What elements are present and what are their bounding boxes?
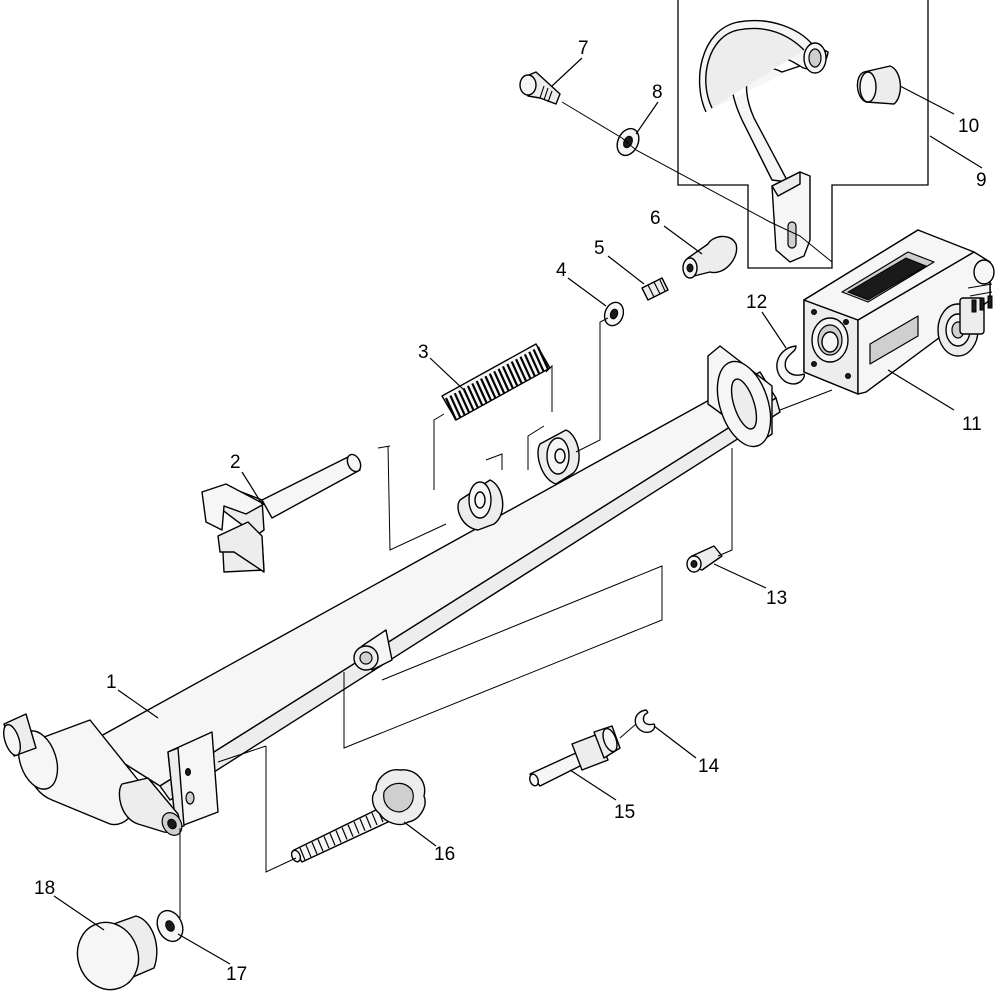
thread-line — [341, 827, 348, 840]
callout-7: 7 — [578, 38, 589, 59]
spring-coil — [453, 392, 466, 416]
thread-line — [371, 812, 378, 826]
thread-line — [359, 818, 366, 831]
thread-line — [365, 815, 372, 829]
spring-coil — [444, 397, 458, 421]
spring-coil — [515, 358, 528, 382]
part-2-shaft-bracket — [201, 453, 362, 573]
callout-13: 13 — [766, 588, 787, 609]
spring-coil — [449, 395, 462, 419]
spring-coil — [484, 375, 497, 399]
part-4-washer — [603, 301, 625, 327]
callout-17: 17 — [226, 964, 247, 985]
spring-coil — [506, 363, 519, 387]
thread-line — [299, 847, 306, 861]
callout-10: 10 — [958, 116, 979, 137]
spring-coil — [488, 373, 501, 397]
spring-coil — [523, 353, 536, 377]
thread-line — [311, 841, 318, 855]
part-12-ring — [776, 345, 805, 385]
part-10-cap — [856, 65, 901, 105]
leader-lines — [53, 57, 983, 965]
callout-11: 11 — [962, 414, 982, 435]
callout-18: 18 — [34, 878, 55, 899]
callout-8: 8 — [652, 82, 663, 103]
part-3-spring — [441, 343, 551, 421]
spring-coil — [493, 370, 506, 394]
callout-3: 3 — [418, 342, 429, 363]
part-6-knob — [682, 235, 738, 279]
spring-coil — [462, 387, 475, 411]
spring-coil — [497, 368, 510, 392]
spring-coil — [528, 351, 541, 375]
spring-coil — [458, 390, 471, 414]
part-13-screw — [686, 545, 723, 573]
callout-4: 4 — [556, 260, 567, 281]
part-14-clip — [634, 709, 656, 734]
spring-coil — [471, 382, 484, 406]
part-15-rod — [529, 725, 621, 787]
callout-14: 14 — [698, 756, 720, 777]
thread-line — [323, 836, 330, 849]
spring-coil — [536, 346, 550, 370]
part-11-housing — [803, 229, 995, 395]
spring-coil — [532, 348, 545, 372]
callout-12: 12 — [746, 292, 767, 313]
callout-5: 5 — [594, 238, 605, 259]
thread-line — [305, 844, 312, 858]
callout-15: 15 — [614, 802, 635, 823]
callout-labels: 1 2 3 4 5 6 7 8 9 10 11 12 13 14 15 16 1… — [34, 38, 987, 985]
spring-coil — [475, 380, 488, 404]
thread-line — [335, 830, 342, 843]
assembly-lines — [179, 101, 833, 918]
thread-line — [317, 839, 324, 852]
spring-coil — [501, 365, 514, 389]
part-16-threaded-knob — [290, 769, 426, 863]
callout-16: 16 — [434, 844, 455, 865]
spring-coil — [466, 385, 479, 409]
spring-coil — [480, 378, 493, 402]
part-18-end-cap — [76, 915, 158, 991]
spring-coil — [519, 356, 532, 380]
callout-2: 2 — [230, 452, 241, 473]
spring-coil — [510, 361, 523, 385]
part-17-washer — [156, 909, 184, 943]
part-5-pin — [641, 277, 669, 301]
part-1-main-frame — [3, 345, 781, 836]
part-8-washer — [616, 127, 640, 157]
part-9-handle — [698, 19, 829, 263]
callout-1: 1 — [106, 672, 117, 693]
part-7-bolt — [519, 71, 561, 105]
thread-line — [353, 821, 360, 834]
thread-line — [347, 824, 354, 837]
part-9-detail-frame — [677, 0, 929, 269]
callout-6: 6 — [650, 208, 661, 229]
callout-9: 9 — [976, 170, 987, 191]
thread-line — [329, 833, 336, 846]
